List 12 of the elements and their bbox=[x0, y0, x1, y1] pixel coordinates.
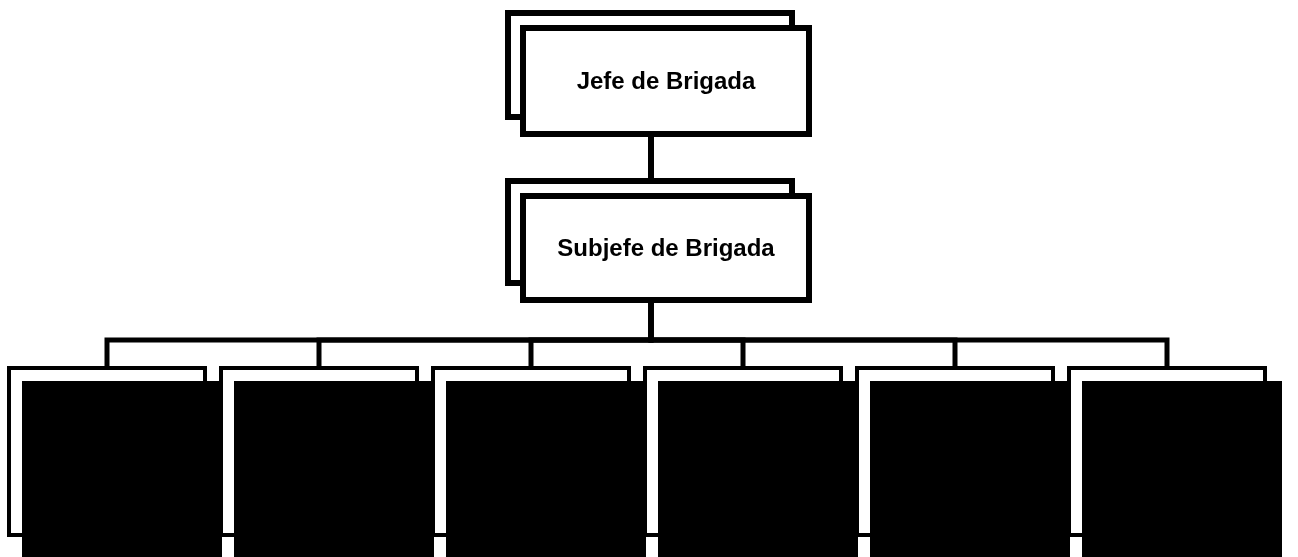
stacked-box bbox=[643, 366, 858, 557]
stacked-box bbox=[1067, 366, 1282, 557]
double-box bbox=[505, 178, 812, 303]
double-box bbox=[505, 10, 812, 137]
connector-line bbox=[648, 137, 654, 178]
connector-line bbox=[648, 303, 1170, 366]
stacked-box bbox=[431, 366, 646, 557]
stacked-box bbox=[855, 366, 1070, 557]
stacked-box bbox=[219, 366, 434, 557]
stacked-box bbox=[7, 366, 222, 557]
box-label: Jefe de Brigada bbox=[576, 66, 756, 96]
box-label: Subjefe de Brigada bbox=[557, 233, 775, 263]
